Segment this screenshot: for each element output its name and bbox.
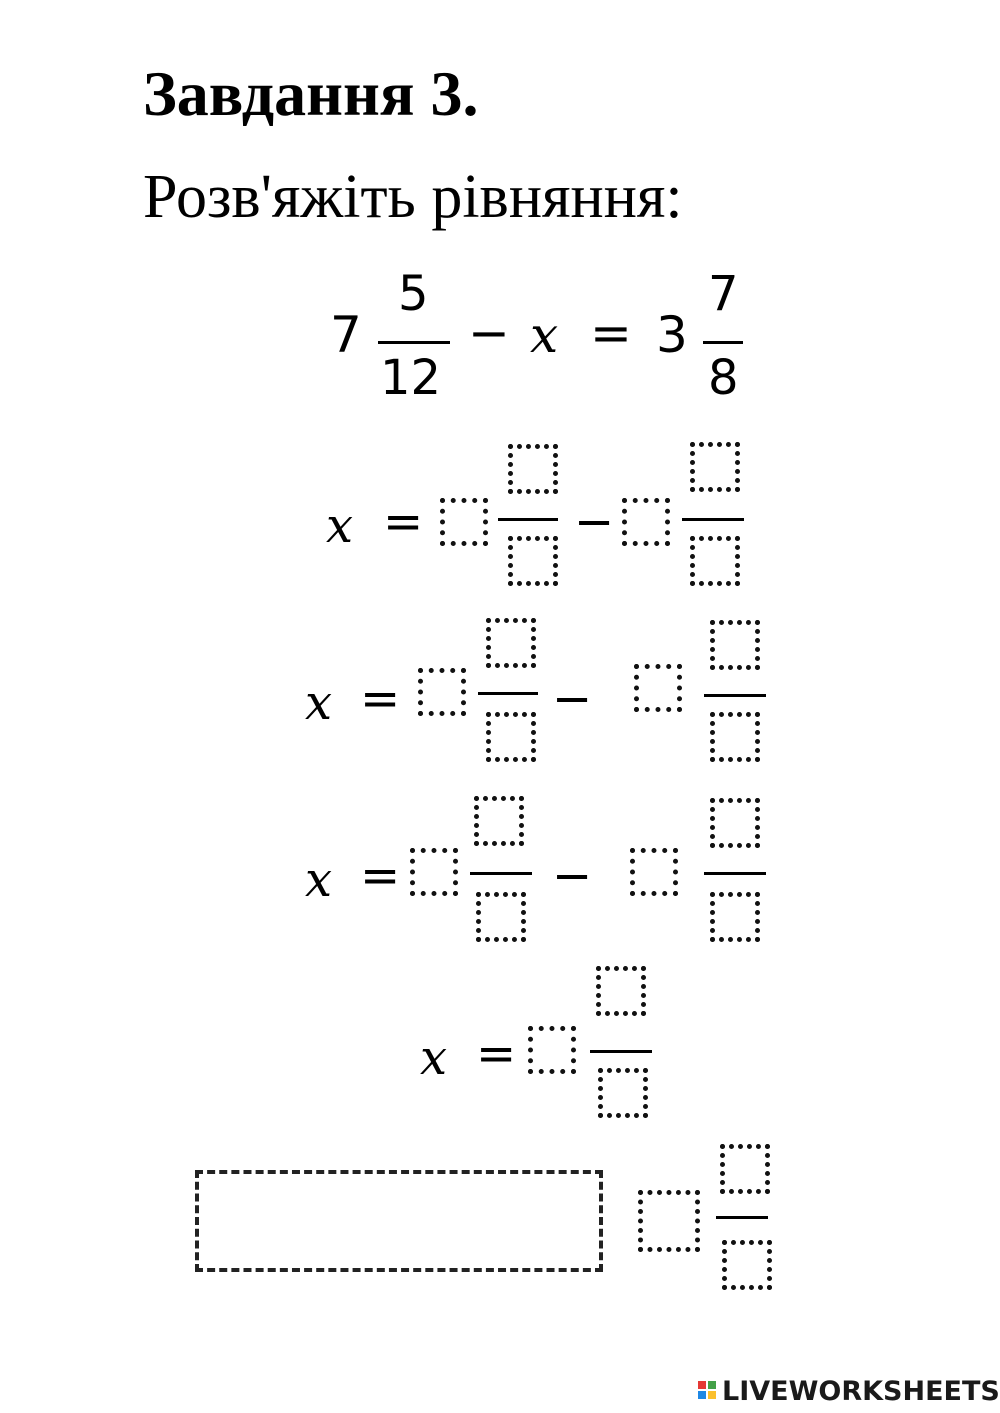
step4-variable-x: x [420, 1030, 448, 1086]
fraction-bar-1 [378, 341, 450, 344]
step2-variable-x: x [305, 675, 333, 731]
variable-x: x [530, 306, 559, 364]
task-instruction: Розв'яжіть рівняння: [143, 163, 683, 231]
step4-whole-input[interactable] [528, 1026, 576, 1074]
step2-equals: = [360, 671, 401, 727]
step2-whole-1-input[interactable] [418, 668, 466, 716]
step1-minus: − [574, 494, 615, 550]
step1-equals: = [383, 494, 424, 550]
task-title: Завдання 3. [143, 58, 479, 129]
step4-equals: = [476, 1026, 517, 1082]
step1-denominator-1-input[interactable] [508, 536, 558, 586]
answer-numerator-input[interactable] [720, 1144, 770, 1194]
logo-square-3 [698, 1391, 706, 1399]
whole-part-1: 7 [330, 306, 362, 364]
logo-square-4 [708, 1391, 716, 1399]
step2-denominator-1-input[interactable] [486, 712, 536, 762]
step1-variable-x: x [326, 498, 354, 554]
minus-sign: − [468, 304, 510, 362]
logo-square-2 [708, 1381, 716, 1389]
step1-whole-2-input[interactable] [622, 498, 670, 546]
step2-whole-2-input[interactable] [634, 664, 682, 712]
step3-numerator-1-input[interactable] [474, 796, 524, 846]
step3-whole-2-input[interactable] [630, 848, 678, 896]
denominator-1: 12 [380, 350, 442, 406]
step3-minus: − [552, 848, 593, 904]
step1-fraction-bar-1 [498, 518, 558, 521]
step2-numerator-2-input[interactable] [710, 620, 760, 670]
answer-whole-input[interactable] [638, 1190, 700, 1252]
step3-equals: = [360, 848, 401, 904]
step1-whole-1-input[interactable] [440, 498, 488, 546]
step3-denominator-1-input[interactable] [476, 892, 526, 942]
step4-numerator-input[interactable] [596, 966, 646, 1016]
step3-variable-x: x [305, 852, 333, 908]
numerator-2: 7 [708, 266, 739, 322]
step2-denominator-2-input[interactable] [710, 712, 760, 762]
step3-numerator-2-input[interactable] [710, 798, 760, 848]
step1-fraction-bar-2 [682, 518, 744, 521]
step4-fraction-bar [590, 1050, 652, 1053]
step2-fraction-bar-2 [704, 694, 766, 697]
equals-sign: = [590, 304, 632, 362]
step2-fraction-bar-1 [478, 692, 538, 695]
step3-fraction-bar-2 [704, 872, 766, 875]
step3-denominator-2-input[interactable] [710, 892, 760, 942]
brand-name: LIVEWORKSHEETS [722, 1376, 1000, 1407]
denominator-2: 8 [708, 350, 739, 406]
step2-minus: − [552, 671, 593, 727]
logo-square-1 [698, 1381, 706, 1389]
answer-fraction-bar [716, 1216, 768, 1219]
answer-denominator-input[interactable] [722, 1240, 772, 1290]
step1-numerator-2-input[interactable] [690, 442, 740, 492]
step3-fraction-bar-1 [470, 872, 532, 875]
step1-denominator-2-input[interactable] [690, 536, 740, 586]
fraction-bar-2 [703, 341, 743, 344]
liveworksheets-logo-icon [698, 1381, 718, 1401]
answer-input[interactable] [195, 1170, 603, 1272]
step3-whole-1-input[interactable] [410, 848, 458, 896]
whole-part-2: 3 [656, 306, 688, 364]
step1-numerator-1-input[interactable] [508, 444, 558, 494]
numerator-1: 5 [398, 266, 429, 322]
step4-denominator-input[interactable] [598, 1068, 648, 1118]
step2-numerator-1-input[interactable] [486, 618, 536, 668]
